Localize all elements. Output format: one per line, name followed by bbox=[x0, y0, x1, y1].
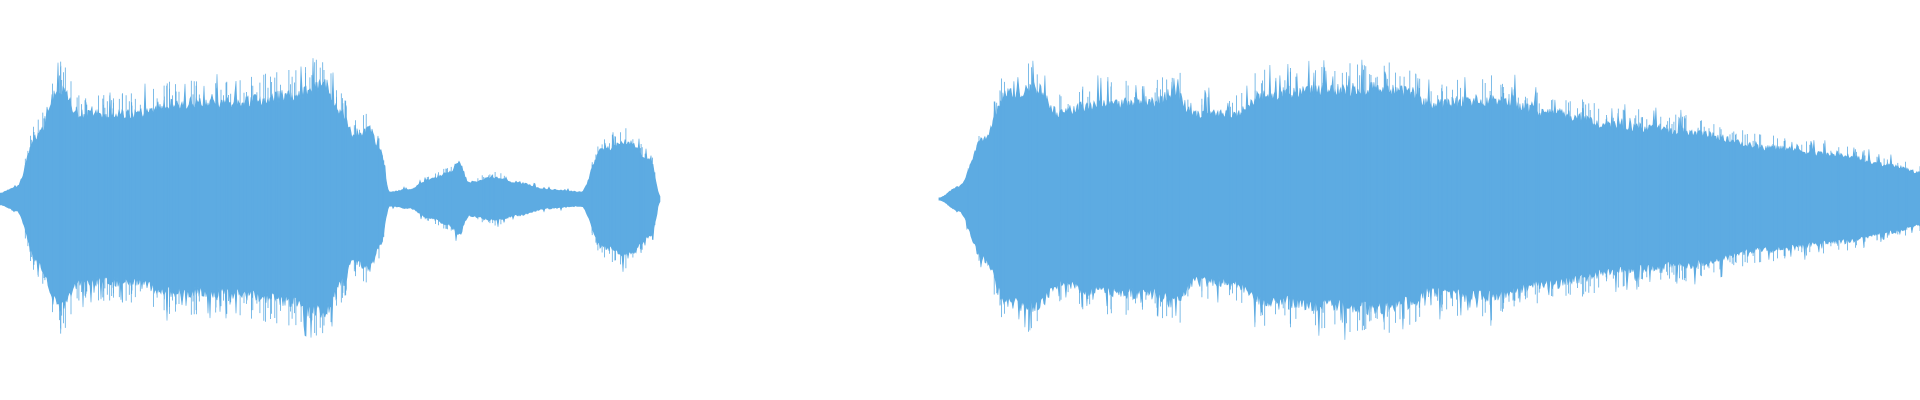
waveform-clip-2[interactable] bbox=[938, 59, 1920, 340]
waveform-shape bbox=[0, 58, 661, 338]
waveform-clip-1[interactable] bbox=[0, 58, 661, 338]
